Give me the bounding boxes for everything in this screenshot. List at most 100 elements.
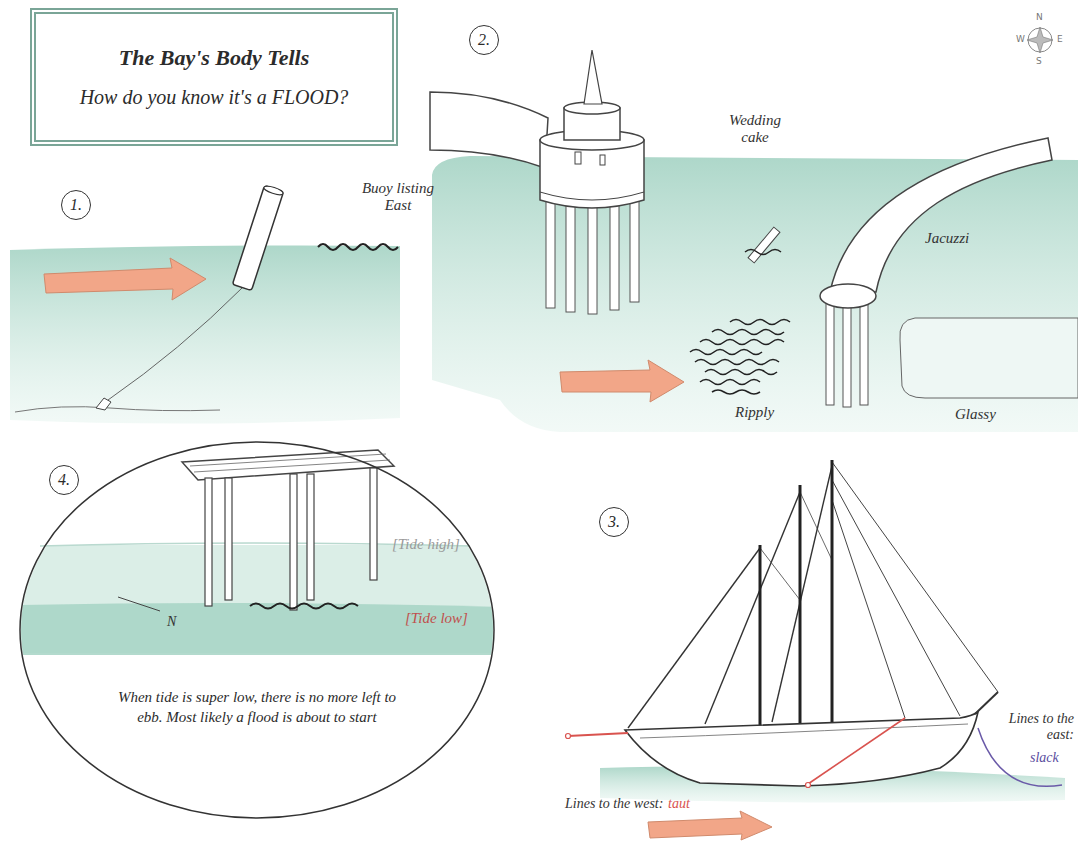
callout-number: 2.: [478, 32, 490, 48]
north-pointer: [118, 597, 160, 611]
callout-label: Ripply: [735, 404, 774, 421]
callout-circle: 2.: [469, 25, 499, 55]
callout-circle: 3.: [599, 507, 629, 537]
cake-spire: [584, 50, 602, 104]
bowsprit: [975, 692, 998, 714]
rigging: [760, 548, 800, 600]
pier-pillar: [860, 300, 868, 405]
hull: [625, 712, 978, 786]
subtitle-text: How do you know it's a FLOOD?: [80, 85, 349, 109]
floating-stick: [748, 227, 780, 263]
ripple: [705, 370, 777, 375]
sail-edge: [705, 492, 800, 724]
callout-number: 1.: [70, 197, 82, 213]
compass-letter: N: [1036, 12, 1043, 22]
line-bollard: [566, 734, 571, 739]
pier-pillar: [588, 202, 597, 314]
callout-label: Wedding cake: [718, 112, 792, 147]
ellipse-outline: [18, 440, 496, 820]
ripple: [690, 350, 762, 355]
ripples: [690, 320, 790, 395]
rigging: [832, 500, 905, 718]
current-arrow: [560, 360, 684, 402]
spring-line: [808, 718, 905, 784]
pergola-post: [307, 474, 314, 600]
pergola-post: [225, 478, 232, 600]
compass-ring: [1028, 28, 1052, 52]
line-label: Lines to the east:: [1000, 711, 1074, 743]
callout-number: 4.: [58, 472, 70, 488]
pier-cap: [820, 284, 876, 308]
callout-circle: 1.: [61, 190, 91, 220]
arch-bridge: [830, 138, 1052, 292]
pier-pillar: [610, 200, 619, 310]
ripple: [730, 320, 790, 325]
low-tide-band: [20, 603, 500, 655]
ripple: [712, 330, 784, 335]
callout-label: Jacuzzi: [925, 230, 969, 247]
anchor: [96, 398, 111, 410]
buoy: [232, 185, 283, 291]
ellipse-shape: [20, 442, 494, 818]
callout-number: 3.: [608, 514, 620, 530]
compass-star: [1027, 27, 1053, 53]
mast: [799, 485, 802, 724]
seabed-line: [15, 407, 220, 412]
cake-ring: [540, 192, 644, 200]
pergola-roof: [182, 450, 394, 480]
compass-letter: S: [1036, 56, 1042, 66]
rigging: [800, 492, 832, 560]
tide-label: [Tide low]: [405, 610, 468, 627]
rigging: [832, 462, 998, 692]
cake-window: [575, 152, 581, 164]
buoy-body: [232, 185, 283, 290]
note-text: When tide is super low, there is no more…: [117, 688, 397, 727]
line-bollard: [806, 783, 811, 788]
buoy-top: [263, 185, 284, 197]
low-tide-waves: [250, 604, 358, 609]
pier-pillar: [546, 198, 555, 308]
pier-pillar: [630, 198, 639, 302]
compass-letter: W: [1016, 34, 1025, 44]
current-arrow: [44, 258, 206, 300]
small-wave: [745, 250, 781, 255]
ripple: [700, 340, 784, 345]
callout-label: Glassy: [955, 406, 996, 423]
rigging: [832, 480, 960, 716]
deck-line: [640, 724, 968, 738]
current-arrow: [648, 811, 772, 840]
pergola-post: [370, 468, 377, 580]
line-state: slack: [1030, 750, 1059, 766]
pier-pillar: [843, 302, 851, 407]
callout-label: Buoy listing East: [350, 180, 446, 215]
mooring-line: [108, 288, 242, 400]
line-label: Lines to the west:: [565, 796, 663, 812]
line-state: taut: [668, 796, 690, 812]
pergola-post: [290, 474, 297, 610]
direction-label: N: [167, 614, 176, 630]
sail-edge: [772, 466, 832, 722]
tide-label: [Tide high]: [392, 536, 460, 553]
tide-water: [20, 545, 500, 655]
mast: [759, 545, 762, 726]
water: [10, 246, 400, 424]
bridge-deck: [430, 92, 548, 168]
water: [432, 156, 1078, 432]
cake-window: [600, 155, 605, 165]
ripple: [712, 390, 760, 394]
note-ellipse: When tide is super low, there is no more…: [18, 440, 496, 820]
glassy-pool: [900, 318, 1078, 398]
pergola-post: [205, 478, 212, 606]
title-text: The Bay's Body Tells: [119, 45, 309, 71]
compass-letter: E: [1057, 34, 1063, 44]
pergola-slats: [190, 454, 390, 472]
title-box: The Bay's Body TellsHow do you know it's…: [30, 8, 398, 146]
pier-pillar: [826, 300, 834, 405]
callout-circle: 4.: [49, 465, 79, 495]
pier-pillar: [566, 200, 575, 312]
surface-waves: [318, 244, 398, 250]
mast: [831, 460, 834, 722]
ripple: [695, 360, 779, 365]
taut-line: [568, 733, 628, 736]
